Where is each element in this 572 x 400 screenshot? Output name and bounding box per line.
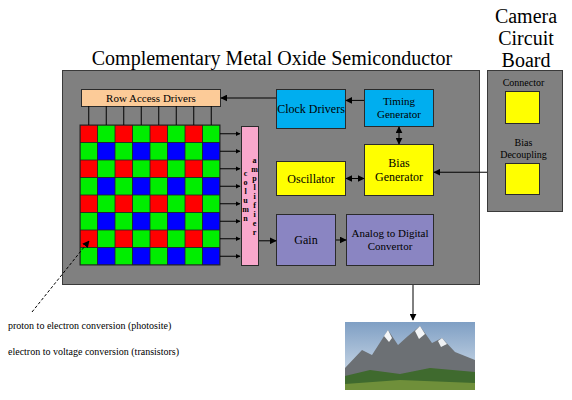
clock-box: Clock Drivers	[276, 89, 346, 129]
readout-arrow	[220, 151, 240, 152]
row-select-lines	[89, 106, 212, 125]
bias-box: Bias Generator	[364, 144, 434, 196]
photo-snow	[384, 330, 392, 342]
output-arrow	[413, 285, 414, 320]
photo-mountains	[345, 326, 475, 390]
note-label: proton to electron conversion (photosite…	[8, 320, 171, 332]
connector-box: Connector	[505, 91, 540, 124]
readout-arrow	[220, 186, 240, 187]
box-label: Bias Generator	[365, 156, 433, 184]
box-label: Row Access Drivers	[106, 92, 196, 104]
photo-meadow	[345, 380, 475, 390]
box-label: Oscillator	[287, 172, 334, 186]
box-label: Gain	[294, 233, 317, 247]
photo-snow	[415, 326, 425, 339]
connector-arrow	[221, 98, 276, 99]
oscillator-box: Oscillator	[276, 161, 346, 196]
connector-arrow	[399, 127, 400, 144]
connector-arrow	[346, 100, 364, 101]
readout-arrow	[220, 168, 240, 169]
gain-box: Gain	[276, 214, 336, 266]
driver-box: Row Access Drivers	[81, 89, 221, 107]
row-select-line	[176, 106, 177, 125]
output-photo	[345, 322, 475, 390]
box-label: Analog to Digital Convertor	[347, 227, 433, 253]
readout-arrow	[220, 238, 240, 239]
board-box: Camera Circuit BoardConnectorBias Decoup…	[487, 70, 563, 212]
row-select-line	[211, 106, 212, 125]
box-heading: Bias Decoupling	[494, 137, 554, 161]
photo-snow	[438, 338, 447, 347]
photo-sky	[345, 322, 475, 390]
readout-arrow	[220, 203, 240, 204]
row-select-line	[106, 106, 107, 125]
box-heading: Camera Circuit Board	[478, 5, 572, 71]
readout-arrow	[220, 256, 240, 257]
decoupling-box: Bias Decoupling	[505, 163, 540, 195]
readout-arrow	[220, 221, 240, 222]
row-select-line	[141, 106, 142, 125]
amplifier-box: column amplifier	[241, 126, 259, 266]
row-select-line	[123, 106, 124, 125]
note-label: electron to voltage conversion (transist…	[8, 346, 179, 358]
photo-forest	[345, 368, 475, 390]
connector-arrow	[346, 178, 364, 179]
connector-arrow	[434, 172, 487, 173]
readout-arrow	[220, 133, 240, 134]
box-label: Clock Drivers	[277, 102, 345, 116]
box-heading: Connector	[486, 77, 561, 89]
chip-box: Complementary Metal Oxide SemiconductorR…	[62, 70, 480, 285]
leader-line	[32, 241, 89, 312]
column-readout-arrows	[220, 134, 240, 257]
row-select-line	[88, 106, 89, 125]
box-label: Timing Generator	[365, 95, 433, 121]
converter-box: Analog to Digital Convertor	[346, 214, 434, 266]
row-select-line	[193, 106, 194, 125]
connector-arrow	[336, 240, 346, 241]
timing-box: Timing Generator	[364, 89, 434, 127]
connector-arrow	[259, 240, 276, 241]
box-heading: Complementary Metal Oxide Semiconductor	[63, 48, 481, 68]
connector-layer	[221, 98, 487, 241]
row-select-line	[158, 106, 159, 125]
box-label: column amplifier	[241, 127, 259, 265]
pixel-array	[80, 125, 220, 265]
